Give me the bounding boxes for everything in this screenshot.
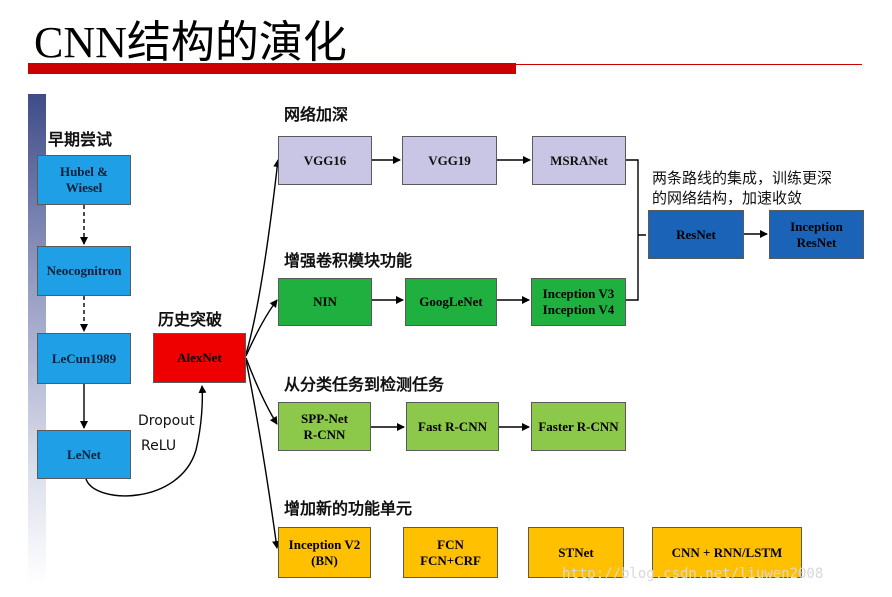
bracket-msranet-resnet — [626, 159, 646, 301]
box-vgg19: VGG19 — [402, 136, 497, 185]
section-deeper: 网络加深 — [284, 105, 349, 124]
arrow-alexnet-inceptionv2 — [245, 359, 280, 549]
box-inception-v3-v4: Inception V3 Inception V4 — [531, 278, 626, 326]
box-lenet: LeNet — [37, 430, 131, 479]
note-integration: 两条路线的集成，训练更深 的网络结构，加速收敛 — [652, 169, 833, 207]
note-dropout: Dropout — [138, 413, 195, 429]
section-breakthrough: 历史突破 — [158, 310, 223, 329]
section-early: 早期尝试 — [48, 130, 113, 149]
box-googlenet: GoogLeNet — [405, 278, 497, 326]
title-rule — [28, 63, 516, 74]
section-conv-module: 增强卷积模块功能 — [284, 251, 413, 270]
arrow-lenet-alexnet — [85, 385, 207, 497]
box-nin: NIN — [278, 278, 372, 326]
box-lecun1989: LeCun1989 — [37, 333, 131, 384]
box-msranet: MSRANet — [532, 136, 626, 185]
box-fast-rcnn: Fast R-CNN — [406, 402, 499, 451]
page-title: CNN结构的演化 — [34, 18, 347, 67]
box-sppnet-rcnn: SPP-Net R-CNN — [278, 402, 371, 451]
box-vgg16: VGG16 — [278, 136, 372, 185]
note-relu: ReLU — [141, 438, 177, 454]
box-alexnet: AlexNet — [153, 333, 246, 383]
box-cnn-rnn-lstm: CNN + RNN/LSTM — [652, 527, 802, 578]
box-stnet: STNet — [528, 527, 624, 578]
box-hubel-wiesel: Hubel & Wiesel — [37, 155, 131, 205]
box-inception-v2-bn: Inception V2 (BN) — [278, 527, 371, 578]
arrow-alexnet-sppnet — [245, 357, 278, 425]
box-resnet: ResNet — [648, 210, 744, 259]
section-detection: 从分类任务到检测任务 — [284, 375, 445, 394]
arrow-alexnet-vgg16 — [245, 159, 282, 355]
box-faster-rcnn: Faster R-CNN — [531, 402, 626, 451]
arrow-alexnet-nin — [245, 299, 278, 357]
watermark: http://blog.csdn.net/liuwen2008 — [562, 566, 824, 582]
title-rule-thin — [516, 64, 862, 65]
section-new-units: 增加新的功能单元 — [284, 499, 413, 518]
box-neocognitron: Neocognitron — [37, 246, 131, 296]
box-fcn: FCN FCN+CRF — [403, 527, 498, 578]
box-inception-resnet: Inception ResNet — [769, 210, 864, 259]
